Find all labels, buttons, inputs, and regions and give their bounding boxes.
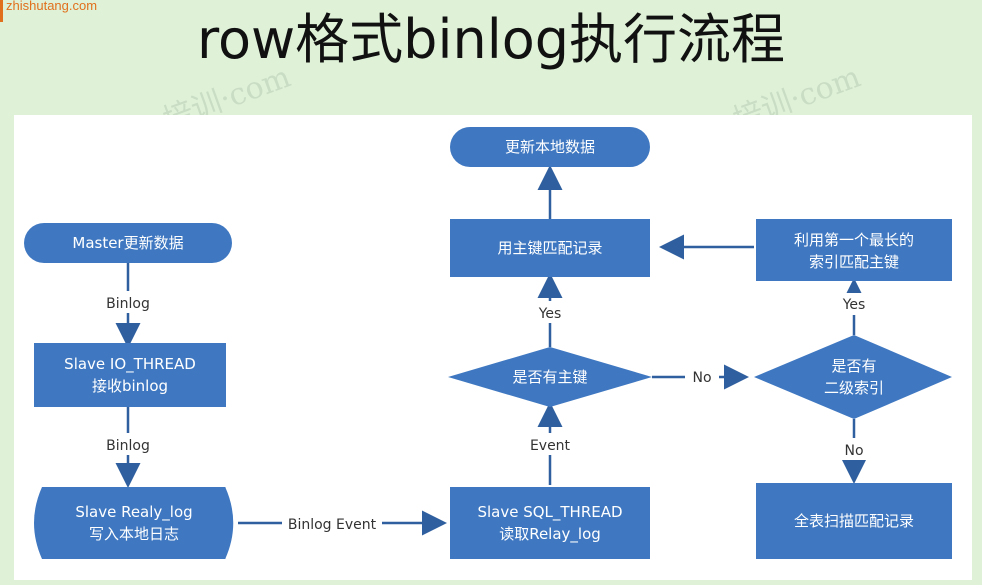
flowchart-panel: Binlog Binlog Binlog Event Event Yes No … [14, 115, 972, 580]
node-full-scan [756, 483, 952, 559]
node-has-secondary-index [754, 335, 952, 419]
node-has-primary-key [448, 347, 652, 407]
node-label: 全表扫描匹配记录 [794, 512, 914, 530]
edge-label-binlog: Binlog [106, 438, 150, 454]
edge-label-binlog: Binlog [106, 296, 150, 312]
node-label: 是否有 [831, 357, 876, 375]
edge-label-event: Event [530, 438, 571, 454]
node-pk-match [450, 219, 650, 277]
node-label: 是否有主键 [512, 368, 587, 386]
node-label: 索引匹配主键 [809, 253, 899, 271]
edge-label-yes: Yes [538, 306, 562, 322]
node-label: 用主键匹配记录 [497, 239, 602, 257]
node-label: 利用第一个最长的 [794, 231, 914, 249]
edge-label-no: No [692, 370, 711, 386]
node-label: 写入本地日志 [89, 525, 179, 543]
edge-label-yes: Yes [842, 297, 866, 313]
node-slave-io-thread [34, 343, 226, 407]
node-label: 接收binlog [92, 377, 168, 395]
node-label: 二级索引 [824, 379, 884, 397]
node-index-match [756, 219, 952, 281]
edge-label-no: No [844, 443, 863, 459]
node-label: Slave IO_THREAD [64, 355, 196, 374]
page-title: row格式binlog执行流程 [196, 8, 786, 71]
node-update-local [450, 127, 650, 167]
node-sql-thread [450, 487, 650, 559]
node-label: Master更新数据 [72, 234, 183, 252]
node-label: 更新本地数据 [505, 138, 595, 156]
node-label: Slave SQL_THREAD [477, 503, 622, 522]
node-label: Slave Realy_log [75, 503, 192, 522]
node-label: 读取Relay_log [499, 525, 601, 544]
edge-label-binlog-event: Binlog Event [288, 517, 377, 533]
site-logo-bar [0, 0, 3, 22]
node-relay-log [34, 487, 234, 559]
site-watermark: zhishutang.com [6, 0, 98, 13]
node-master-update [24, 223, 232, 263]
flowchart: Binlog Binlog Binlog Event Event Yes No … [24, 127, 952, 560]
